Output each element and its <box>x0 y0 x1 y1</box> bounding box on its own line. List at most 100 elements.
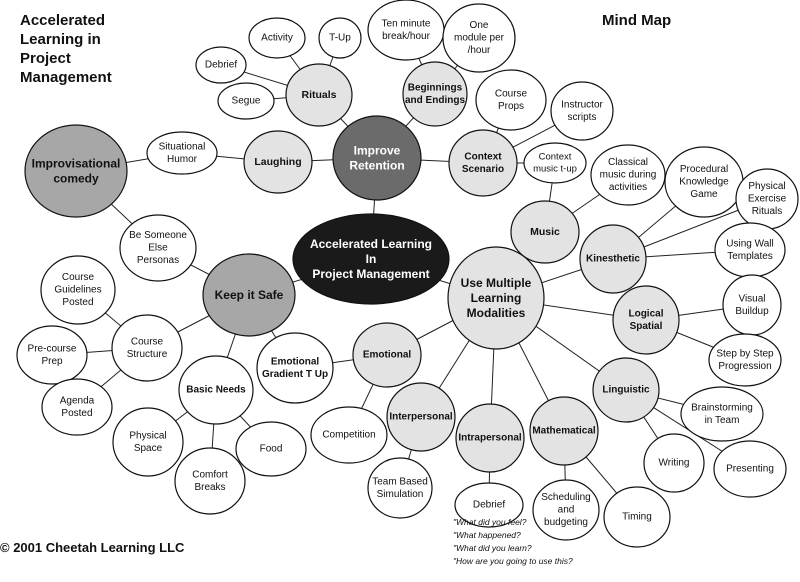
node-label: Else <box>148 243 168 254</box>
node-label: Emotional <box>363 350 412 361</box>
node-bubble <box>243 130 313 194</box>
node-label: Keep it Safe <box>215 288 284 302</box>
node-bubble <box>16 325 88 385</box>
node-label: Debrief <box>473 500 505 511</box>
node-label: Context <box>539 152 572 163</box>
node-bubble <box>579 224 647 294</box>
node-label: Game <box>690 189 718 200</box>
page-title: Accelerated Learning in Project Manageme… <box>20 11 112 87</box>
node-label: comedy <box>53 172 99 186</box>
node-laughing: Laughing <box>243 130 313 194</box>
node-bubble <box>510 200 580 264</box>
node-bubble <box>402 61 468 127</box>
node-t-up: T-Up <box>318 17 362 59</box>
node-linguistic: Linguistic <box>592 357 660 423</box>
node-bubble <box>680 386 764 442</box>
node-label: Food <box>260 444 283 455</box>
node-label: Exercise <box>748 194 787 205</box>
node-bubble <box>318 17 362 59</box>
node-label: Instructor <box>561 99 603 110</box>
title-line: Project <box>20 50 71 67</box>
node-label: Music <box>530 226 560 238</box>
node-bubble <box>41 378 113 436</box>
node-bubble <box>592 357 660 423</box>
node-bubble <box>40 255 116 325</box>
node-label: activities <box>609 182 647 193</box>
node-bubble <box>235 421 307 477</box>
node-label: Writing <box>659 458 690 469</box>
node-label: Linguistic <box>602 385 650 396</box>
node-label: Step by Step <box>716 348 774 359</box>
node-label: T-Up <box>329 33 351 44</box>
node-label: and Endings <box>405 95 465 106</box>
node-label: Competition <box>322 430 375 441</box>
node-bubble <box>603 486 671 548</box>
node-label: Agenda <box>60 395 95 406</box>
node-label: Buildup <box>735 306 769 317</box>
node-label: Emotional <box>271 356 320 367</box>
node-label: Simulation <box>377 489 424 500</box>
node-emotional: Emotional <box>352 322 422 388</box>
node-label: Physical <box>748 181 785 192</box>
debrief-question: "What did you learn? <box>453 543 532 553</box>
node-bubble <box>447 246 545 350</box>
node-bubble <box>442 3 516 73</box>
node-timing: Timing <box>603 486 671 548</box>
node-bubble <box>195 46 247 84</box>
node-label: Team Based <box>372 476 428 487</box>
node-label: One <box>470 20 489 31</box>
node-bubble <box>24 124 128 218</box>
node-label: Spatial <box>630 321 663 332</box>
node-label: Kinesthetic <box>586 254 640 265</box>
node-label: Structure <box>127 349 168 360</box>
node-label: Beginnings <box>408 82 463 93</box>
node-label: Course <box>131 336 164 347</box>
node-label: Using Wall <box>726 238 773 249</box>
node-label: and <box>558 505 575 516</box>
node-label: Templates <box>727 251 773 262</box>
node-label: Situational <box>159 141 206 152</box>
node-bubble <box>708 333 782 387</box>
node-bubble <box>352 322 422 388</box>
node-label: Laughing <box>254 156 301 168</box>
node-presenting: Presenting <box>713 440 787 498</box>
node-basic-needs: Basic Needs <box>178 355 254 425</box>
node-label: Brainstorming <box>691 402 753 413</box>
node-label: Context <box>464 151 502 162</box>
node-bubble <box>643 433 705 493</box>
node-beginnings-endings: Beginnings and Endings <box>402 61 468 127</box>
debrief-question: "What did you feel? <box>453 517 527 527</box>
node-bubble <box>386 382 456 452</box>
node-bubble <box>202 253 296 337</box>
debrief-question: "How are you going to use this? <box>453 556 573 566</box>
node-label: Logical <box>628 308 663 319</box>
node-bubble <box>332 115 422 201</box>
node-label: Posted <box>61 408 92 419</box>
node-label: Procedural <box>680 164 728 175</box>
node-label: Learning <box>471 291 522 305</box>
node-label: budgeting <box>544 517 588 528</box>
node-label: Guidelines <box>54 285 101 296</box>
node-label: Modalities <box>467 306 526 320</box>
node-label: In <box>366 252 377 266</box>
node-label: Improve <box>354 144 401 158</box>
node-bubble <box>248 17 306 59</box>
node-bubble <box>292 213 450 305</box>
node-bubble <box>529 396 599 466</box>
mind-map-label: Mind Map <box>602 12 672 29</box>
node-label: Humor <box>167 154 198 165</box>
